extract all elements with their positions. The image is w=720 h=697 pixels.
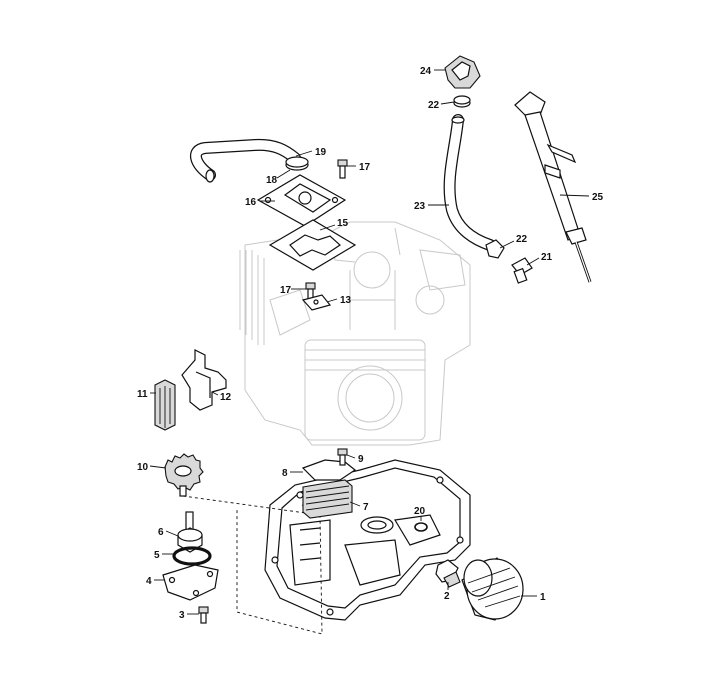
dipstick-25 [514, 91, 592, 283]
callout-3: 3 [179, 610, 185, 621]
bolt-3 [198, 606, 209, 624]
callout-12: 12 [220, 392, 232, 403]
callout-15: 15 [337, 218, 349, 229]
callout-2: 2 [444, 591, 450, 602]
o-ring-20 [414, 522, 428, 532]
cover-plate-4 [162, 564, 219, 601]
callout-16: 16 [245, 197, 257, 208]
callout-22-top: 22 [428, 100, 440, 111]
callout-9: 9 [358, 454, 364, 465]
callout-13: 13 [340, 295, 352, 306]
fitting-21 [511, 257, 533, 284]
callout-10: 10 [137, 462, 149, 473]
callout-20: 20 [414, 506, 426, 517]
callout-6: 6 [158, 527, 164, 538]
callout-18: 18 [266, 175, 278, 186]
bracket-13 [301, 294, 332, 311]
callout-labels: 1 2 3 4 5 6 7 8 9 10 11 12 13 15 16 17 1… [137, 66, 604, 621]
engine-block-outline [239, 221, 471, 446]
oil-filter-1 [461, 557, 524, 621]
filter-element-11 [154, 379, 176, 431]
callout-25: 25 [592, 192, 604, 203]
o-ring-5 [172, 546, 212, 566]
bolt-17-top [337, 159, 348, 179]
callout-19: 19 [315, 147, 327, 158]
shaft-gear-6 [177, 511, 203, 553]
hose-clamp-18 [285, 156, 309, 171]
callout-24: 24 [420, 66, 432, 77]
bolt-9 [337, 448, 348, 466]
callout-23: 23 [414, 201, 426, 212]
crankcase-sump [264, 459, 471, 621]
callout-17-middle: 17 [280, 285, 292, 296]
governor-gear-10 [164, 453, 204, 497]
callout-leaders [149, 69, 590, 615]
gasket-15 [268, 219, 357, 271]
callout-8: 8 [282, 468, 288, 479]
baffle-12 [181, 349, 227, 411]
callout-21: 21 [541, 252, 553, 263]
breather-hose-19 [190, 138, 301, 183]
assembly-dash-lines [182, 495, 323, 635]
callout-7: 7 [363, 502, 369, 513]
dipstick-tube-23 [443, 114, 496, 251]
cap-24 [444, 55, 481, 89]
clamp-22-top [453, 95, 471, 108]
clamp-22-lower [485, 239, 505, 259]
callout-17-top: 17 [359, 162, 371, 173]
callout-22-lower: 22 [516, 234, 528, 245]
callout-1: 1 [540, 592, 546, 603]
callout-5: 5 [154, 550, 160, 561]
breather-cover-16 [256, 174, 347, 227]
oil-screen-7 [302, 479, 353, 519]
callout-4: 4 [146, 576, 152, 587]
callout-11: 11 [137, 389, 148, 400]
